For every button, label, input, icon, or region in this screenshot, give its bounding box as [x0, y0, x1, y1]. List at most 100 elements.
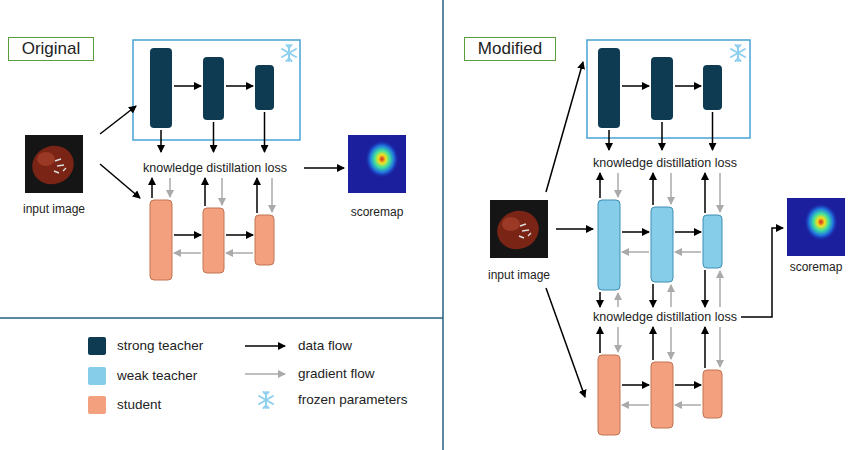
gradient-arrow	[675, 251, 701, 253]
data-arrow	[741, 228, 783, 317]
node-text: scoremap	[351, 205, 404, 219]
data-arrow	[599, 327, 601, 353]
data-arrow	[546, 288, 585, 397]
frozen-frame	[587, 40, 750, 138]
data-arrow	[675, 384, 701, 386]
data-arrow	[661, 122, 663, 150]
gradient-arrow	[675, 404, 701, 406]
data-arrow	[704, 173, 706, 213]
legend-swatch	[88, 396, 106, 414]
weak-teacher-block	[703, 215, 722, 268]
gradient-arrow	[221, 178, 223, 205]
data-arrow	[264, 112, 266, 152]
weak-teacher-block	[598, 200, 620, 290]
legend-text: student	[117, 396, 161, 414]
loss-label: knowledge distillation loss	[115, 160, 315, 176]
loss-label: knowledge distillation loss	[565, 309, 765, 325]
gradient-arrow	[670, 173, 672, 204]
data-arrow	[151, 178, 153, 198]
teacher-block	[255, 65, 274, 110]
gradient-arrow	[670, 327, 672, 359]
panel-title-box: Original	[8, 37, 94, 61]
student-block	[598, 355, 620, 435]
heatmap-image	[348, 135, 406, 193]
legend-divider	[0, 317, 443, 319]
panel-divider	[442, 0, 444, 450]
legend-text: gradient flow	[298, 365, 375, 383]
snowflake-icon	[259, 392, 273, 408]
data-arrow	[599, 173, 601, 198]
snowflake-icon	[282, 45, 296, 61]
input-photo	[25, 135, 83, 193]
data-arrow	[622, 85, 649, 87]
gradient-arrow	[719, 173, 721, 212]
teacher-block	[150, 48, 172, 128]
data-arrow	[622, 231, 649, 233]
data-arrow	[704, 270, 706, 307]
data-arrow	[213, 122, 215, 152]
gradient-arrow	[719, 271, 721, 307]
gradient-arrow	[271, 178, 273, 212]
teacher-block	[703, 65, 722, 110]
student-block	[150, 200, 172, 280]
data-arrow	[556, 228, 593, 230]
input-image-node: input image	[484, 200, 554, 282]
teacher-block	[203, 57, 224, 120]
teacher-block	[598, 48, 620, 128]
data-arrow	[226, 234, 253, 236]
legend-line-sample	[245, 373, 285, 375]
panel-title-box: Modified	[464, 37, 556, 61]
student-block	[255, 215, 274, 265]
legend-text: strong teacher	[117, 337, 203, 355]
legend-text: data flow	[298, 337, 352, 355]
data-arrow	[226, 85, 253, 87]
gradient-arrow	[622, 251, 649, 253]
data-arrow	[174, 85, 201, 87]
legend-swatch	[88, 367, 106, 385]
data-arrow	[204, 178, 206, 206]
legend-text: weak teacher	[117, 367, 197, 385]
gradient-arrow	[617, 327, 619, 352]
node-text: input image	[23, 202, 85, 216]
data-arrow	[622, 384, 649, 386]
student-block	[203, 208, 224, 273]
gradient-arrow	[617, 173, 619, 197]
frozen-frame	[133, 40, 300, 140]
data-arrow	[652, 327, 654, 360]
student-block	[651, 362, 673, 428]
legend-line-sample	[245, 345, 285, 347]
data-arrow	[712, 112, 714, 150]
data-arrow	[599, 292, 601, 307]
snowflake-icon	[731, 45, 745, 61]
student-block	[703, 370, 722, 418]
gradient-arrow	[617, 293, 619, 307]
legend-swatch	[88, 337, 106, 355]
gradient-arrow	[622, 404, 649, 406]
loss-label: knowledge distillation loss	[565, 155, 765, 171]
node-text: Original	[22, 39, 81, 59]
weak-teacher-block	[651, 207, 673, 282]
input-photo	[490, 200, 548, 258]
data-arrow	[100, 106, 136, 134]
node-text: Modified	[478, 39, 542, 59]
data-arrow	[675, 231, 701, 233]
data-arrow	[704, 327, 706, 368]
data-arrow	[160, 130, 162, 152]
data-arrow	[652, 173, 654, 205]
scoremap-node: scoremap	[343, 135, 411, 219]
data-arrow	[546, 62, 583, 192]
gradient-arrow	[226, 252, 253, 254]
data-arrow	[100, 164, 140, 198]
gradient-arrow	[719, 327, 721, 367]
data-arrow	[174, 234, 201, 236]
legend-text: frozen parameters	[298, 391, 408, 409]
scoremap-node: scoremap	[782, 198, 850, 274]
data-arrow	[304, 167, 344, 169]
teacher-block	[651, 57, 673, 120]
data-arrow	[256, 178, 258, 213]
data-arrow	[608, 130, 610, 150]
data-arrow	[675, 85, 701, 87]
gradient-arrow	[169, 178, 171, 197]
node-text: input image	[488, 268, 550, 282]
gradient-arrow	[174, 252, 201, 254]
